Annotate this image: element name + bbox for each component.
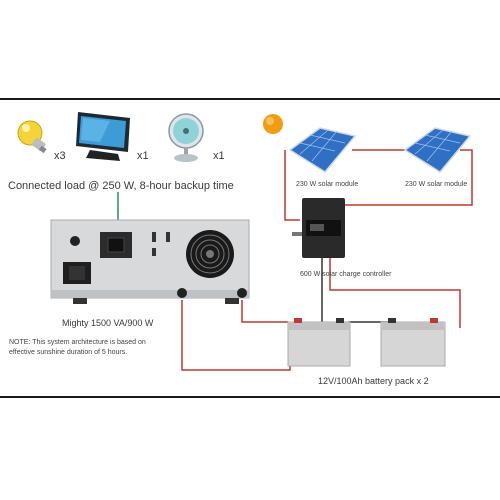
television-icon [76, 112, 130, 161]
fan-icon [168, 113, 204, 162]
battery-label: 12V/100Ah battery pack x 2 [318, 376, 429, 386]
panel-to-controller-wire [284, 150, 300, 221]
light-bulb-icon [17, 120, 47, 154]
note-line-1: NOTE: This system architecture is based … [9, 339, 146, 346]
controller-battery-pos-wire [329, 258, 461, 328]
inverter-unit [50, 219, 250, 304]
load-caption: Connected load @ 250 W, 8-hour backup ti… [8, 180, 234, 192]
note-line-2: effective sunshine duration of 5 hours. [9, 349, 128, 356]
solar-panel-1 [288, 127, 357, 173]
solar-module-1-label: 230 W solar module [296, 181, 359, 188]
solar-panel-2 [403, 127, 472, 173]
battery-2 [380, 318, 446, 367]
bulb-count: x3 [54, 150, 66, 162]
panel2-wire [345, 149, 473, 206]
solar-module-2-label: 230 W solar module [405, 181, 468, 188]
inverter-battery-pos-wire [181, 300, 291, 371]
bottom-rule [0, 396, 500, 398]
fan-count: x1 [213, 150, 225, 162]
battery-1 [287, 318, 351, 367]
charge-controller [292, 198, 345, 258]
tv-count: x1 [137, 150, 149, 162]
inverter-battery-neg-wire [241, 300, 288, 323]
sun-icon [263, 114, 283, 134]
top-rule [0, 98, 500, 100]
inverter-label: Mighty 1500 VA/900 W [62, 318, 154, 328]
charge-controller-label: 600 W solar charge controller [300, 271, 392, 278]
